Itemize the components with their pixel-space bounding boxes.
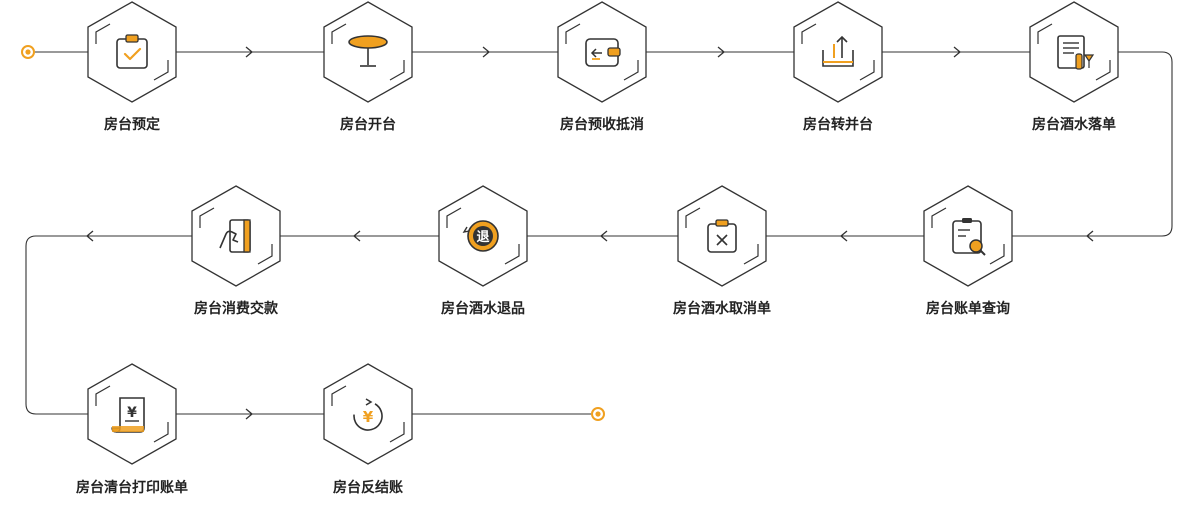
arrow-right-icon — [482, 46, 491, 58]
step-label-reserve: 房台预定 — [104, 117, 160, 133]
arrow-right-icon — [245, 408, 254, 420]
connector-turn-right — [1012, 51, 1173, 237]
step-node-drink-return[interactable]: 退 — [438, 185, 528, 287]
step-node-reserve[interactable] — [87, 1, 177, 103]
hexagon-frame — [793, 1, 883, 103]
hexagon-frame — [323, 363, 413, 465]
step-label-print-bill: 房台清台打印账单 — [76, 480, 188, 496]
step-label-payment: 房台消费交款 — [194, 301, 278, 317]
bill-search-icon — [952, 218, 986, 256]
step-label-reverse-checkout: 房台反结账 — [333, 480, 403, 496]
yuan-glyph: ¥ — [363, 408, 374, 426]
connector-turn-left — [25, 235, 192, 415]
print-bill-icon: ¥ — [111, 397, 145, 433]
arrow-right-icon — [245, 46, 254, 58]
step-label-drink-order: 房台酒水落单 — [1032, 117, 1116, 133]
yuan-glyph: ¥ — [127, 405, 137, 421]
hexagon-corner-accent — [331, 385, 405, 443]
step-node-cancel-order[interactable] — [677, 185, 767, 287]
arrow-right-icon — [717, 46, 726, 58]
step-node-payment[interactable] — [191, 185, 281, 287]
step-label-prepaid-offset: 房台预收抵消 — [560, 117, 644, 133]
arrow-left-icon — [352, 230, 361, 242]
step-node-reverse-checkout[interactable]: ¥ — [323, 363, 413, 465]
cancel-order-icon — [707, 219, 737, 253]
step-node-open-table[interactable] — [323, 1, 413, 103]
step-node-prepaid-offset[interactable] — [557, 1, 647, 103]
hexagon-corner-accent — [331, 23, 405, 81]
flow-connectors — [25, 51, 1173, 415]
hexagon-corner-accent — [801, 23, 875, 81]
step-node-drink-order[interactable] — [1029, 1, 1119, 103]
hexagon-corner-accent — [931, 207, 1005, 265]
wallet-icon — [585, 38, 621, 67]
hexagon-corner-accent — [565, 23, 639, 81]
step-label-open-table: 房台开台 — [340, 117, 396, 133]
table-icon — [348, 35, 388, 67]
step-node-print-bill[interactable]: ¥ — [87, 363, 177, 465]
drink-order-icon — [1057, 35, 1095, 70]
hexagon-corner-accent — [446, 207, 520, 265]
start-marker — [21, 45, 35, 59]
hexagon-corner-accent — [685, 207, 759, 265]
return-badge-icon: 退 — [462, 220, 499, 252]
hexagon-corner-accent — [95, 23, 169, 81]
arrow-left-icon — [1085, 230, 1094, 242]
step-node-transfer-merge[interactable] — [793, 1, 883, 103]
step-label-drink-return: 房台酒水退品 — [441, 301, 525, 317]
hexagon-corner-accent — [95, 385, 169, 443]
step-node-bill-query[interactable] — [923, 185, 1013, 287]
arrow-left-icon — [85, 230, 94, 242]
flow-arrows — [85, 46, 1094, 420]
clipboard-check-icon — [116, 34, 148, 69]
step-label-transfer-merge: 房台转并台 — [803, 117, 873, 133]
hexagon-corner-accent — [199, 207, 273, 265]
end-marker — [591, 407, 605, 421]
step-label-bill-query: 房台账单查询 — [926, 301, 1010, 317]
payment-card-icon — [219, 219, 251, 253]
transfer-upload-icon — [822, 35, 854, 67]
arrow-right-icon — [953, 46, 962, 58]
return-glyph: 退 — [476, 230, 489, 245]
flow-nodes: 退 ¥ — [87, 1, 1119, 465]
hexagon-corner-accent — [1037, 23, 1111, 81]
arrow-left-icon — [839, 230, 848, 242]
step-label-cancel-order: 房台酒水取消单 — [673, 301, 771, 317]
arrow-left-icon — [599, 230, 608, 242]
